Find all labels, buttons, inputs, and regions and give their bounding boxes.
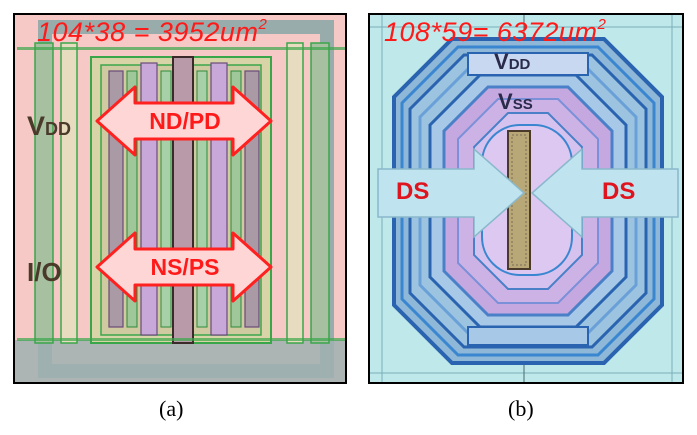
ds-left-label: DS [396, 178, 430, 205]
ns-ps-double-arrow [95, 231, 273, 303]
ns-ps-label: NS/PS [150, 254, 220, 280]
ds-right-label: DS [602, 178, 636, 205]
io-label: I/O [27, 257, 62, 287]
layout-panel-a: 104*38 = 3952um2 VDD I/O ND/PD NS/PS [13, 13, 347, 384]
ds-right-arrow [530, 147, 679, 239]
ds-left-arrow [377, 147, 526, 239]
vdd-label-b: VDD [494, 49, 531, 74]
caption-a: (a) [159, 396, 184, 421]
vss-label: VSS [498, 89, 533, 114]
layout-panel-b: 108*59= 6372um2 VDD VSS DS DS [368, 13, 684, 384]
nd-pd-double-arrow [95, 85, 273, 157]
caption-b: (b) [508, 396, 534, 421]
nd-pd-label: ND/PD [149, 108, 221, 134]
area-label-b: 108*59= 6372um2 [384, 16, 607, 47]
layout-b-drawing [370, 15, 682, 382]
layout-a-drawing [15, 20, 345, 382]
vdd-label-a: VDD [27, 111, 72, 141]
area-label-a: 104*38 = 3952um2 [37, 16, 268, 47]
